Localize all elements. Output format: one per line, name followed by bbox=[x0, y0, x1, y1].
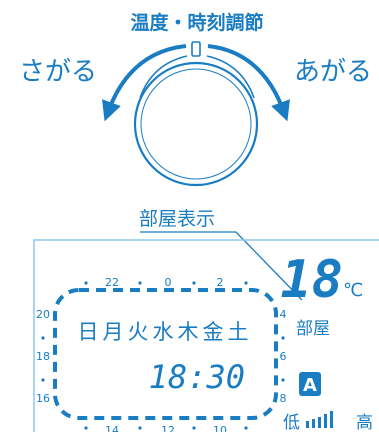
hour-tick-label: 2 bbox=[217, 276, 224, 289]
hour-tick-label: 20 bbox=[36, 308, 50, 321]
hour-tick-label: 6 bbox=[280, 350, 287, 363]
airflow-high-label: 高 bbox=[356, 413, 373, 432]
room-display-pointer-label: 部屋表示 bbox=[139, 208, 215, 230]
dial-decrease-label: さがる bbox=[19, 57, 97, 87]
weekday-thu: 木 bbox=[178, 320, 199, 344]
room-label: 部屋 bbox=[296, 319, 330, 339]
clock-time: 18:30 bbox=[149, 358, 245, 396]
hour-tick-label: 0 bbox=[165, 276, 172, 289]
hour-tick-label: 16 bbox=[36, 392, 50, 405]
pointer-leader-line bbox=[140, 231, 303, 301]
hour-ticks-top: 22 0 2 bbox=[84, 276, 248, 289]
weekday-mon: 月 bbox=[103, 320, 124, 344]
hour-tick-label: 18 bbox=[36, 350, 50, 363]
temperature-unit: ℃ bbox=[343, 280, 363, 301]
auto-mode-badge bbox=[299, 372, 321, 396]
increase-arrow-icon bbox=[207, 44, 290, 122]
decrease-inner-arc bbox=[139, 55, 188, 99]
hour-tick-label: 10 bbox=[213, 424, 227, 432]
dial-title: 温度・時刻調節 bbox=[130, 11, 263, 34]
dial-inner-ring bbox=[140, 68, 252, 180]
weekday-sat: 土 bbox=[228, 320, 249, 344]
hour-tick-label: 14 bbox=[105, 424, 119, 432]
hour-tick-label: 4 bbox=[280, 308, 287, 321]
hour-tick-label: 12 bbox=[161, 424, 175, 432]
airflow-low-label: 低 bbox=[283, 413, 300, 432]
hour-ticks-left: 20 18 16 bbox=[36, 308, 50, 405]
weekday-fri: 金 bbox=[203, 320, 224, 344]
dial-indicator-mark bbox=[191, 41, 201, 57]
hour-tick-label: 22 bbox=[105, 276, 119, 289]
hour-ticks-right: 4 6 8 bbox=[280, 308, 287, 405]
lcd-frame bbox=[33, 239, 379, 432]
weekday-wed: 水 bbox=[153, 320, 174, 344]
weekday-row: 日 月 火 水 木 金 土 bbox=[78, 320, 249, 344]
weekday-sun: 日 bbox=[78, 320, 99, 344]
timer-hour-ring bbox=[53, 288, 278, 420]
decrease-arrow-icon bbox=[102, 44, 187, 122]
weekday-tue: 火 bbox=[128, 320, 149, 344]
airflow-level-bars bbox=[306, 411, 333, 428]
hour-ticks-bottom: 14 12 10 bbox=[84, 424, 248, 432]
hour-tick-label: 8 bbox=[280, 392, 287, 405]
increase-inner-arc bbox=[206, 55, 255, 99]
temperature-readout: 18 bbox=[280, 250, 343, 310]
temperature-time-dial[interactable] bbox=[133, 61, 259, 187]
auto-mode-letter: A bbox=[303, 375, 317, 396]
dial-increase-label: あがる bbox=[294, 57, 372, 87]
